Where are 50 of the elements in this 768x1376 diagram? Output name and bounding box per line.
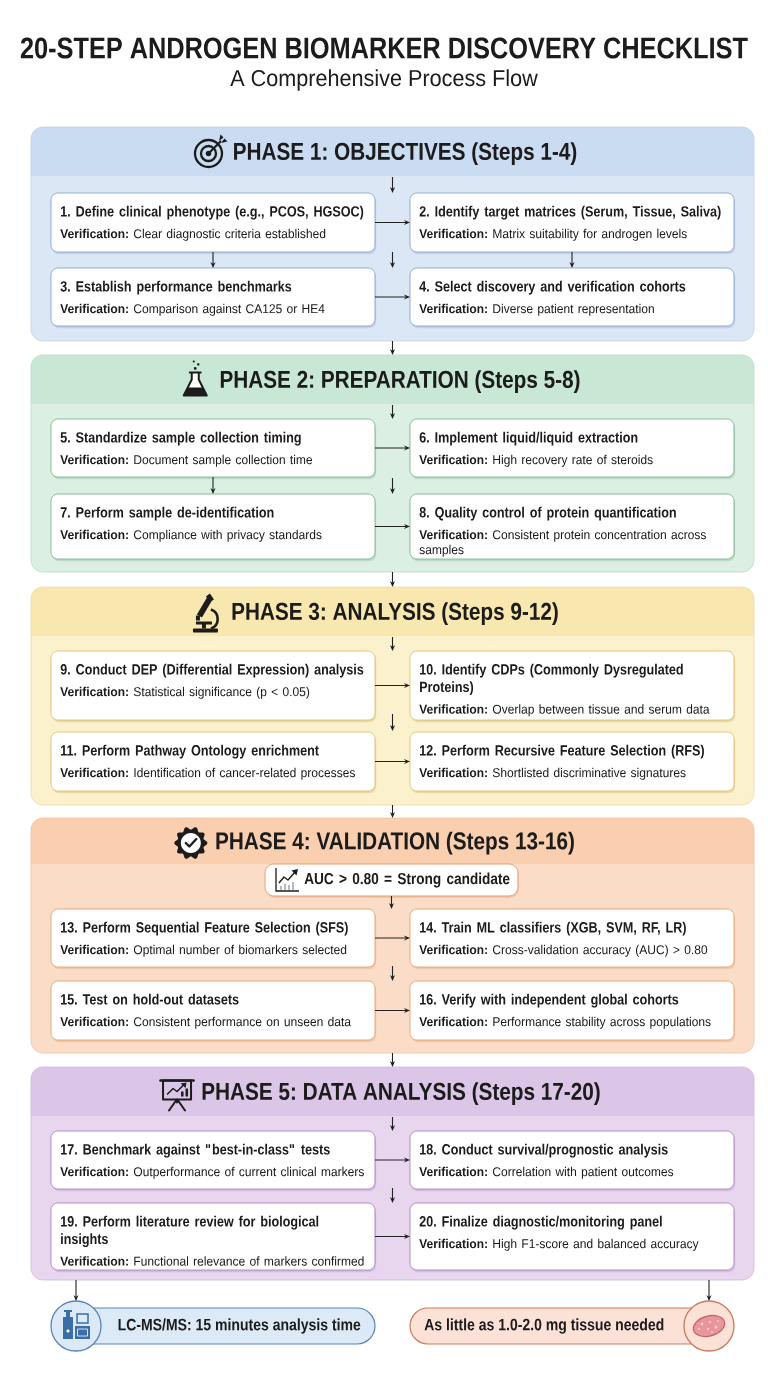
verification-text: Verification: Diverse patient representation <box>419 303 654 316</box>
verification-text: Verification: Outperformance of current clinical markers <box>60 1166 364 1179</box>
verification-text: Verification: Cross-validation accuracy (AUC) > 0.80 <box>419 944 708 957</box>
verification-text: Verification: Statistical significance (p < 0.05) <box>60 686 310 699</box>
phase-heading: PHASE 3: ANALYSIS (Steps 9-12) <box>232 602 558 625</box>
step-title: 14. Train ML classifiers (XGB, SVM, RF, LR) <box>420 921 686 936</box>
verification-text: Verification: Optimal number of biomarkers selected <box>60 944 347 957</box>
step-title: 10. Identify CDPs (Commonly Dysregulated Proteins) <box>420 663 683 696</box>
verification-text: Verification: Compliance with privacy standards <box>60 529 322 542</box>
step-title: 16. Verify with independent global cohorts <box>420 993 679 1008</box>
step-title: 20. Finalize diagnostic/monitoring panel <box>419 1215 662 1230</box>
step-title: 13. Perform Sequential Feature Selection (SFS) <box>61 921 348 936</box>
verification-text: Verification: Document sample collection time <box>60 454 313 467</box>
verification-text: Verification: Correlation with patient outcomes <box>419 1166 674 1179</box>
phase-heading: PHASE 4: VALIDATION (Steps 13-16) <box>216 831 574 855</box>
verification-text: Verification: High recovery rate of steroids <box>419 454 653 467</box>
verification-text: Verification: Matrix suitability for androgen levels <box>419 228 687 241</box>
verification-text: Verification: Consistent performance on unseen data <box>60 1016 352 1029</box>
step-title: 8. Quality control of protein quantification <box>419 506 676 521</box>
step-title: 7. Perform sample de-identification <box>60 506 274 521</box>
phase-heading: PHASE 1: OBJECTIVES (Steps 1-4) <box>234 142 577 165</box>
verification-text: Verification: Functional relevance of markers confirmed <box>60 1256 364 1266</box>
step-title: 12. Perform Recursive Feature Selection (RFS) <box>420 744 704 759</box>
step-title: 17. Benchmark against "best-in-class" tests <box>61 1143 330 1158</box>
step-title: 11. Perform Pathway Ontology enrichment <box>61 744 319 759</box>
step-title: 9. Conduct DEP (Differential Expression) analysis <box>60 663 364 678</box>
subtitle: A Comprehensive Process Flow <box>230 69 538 91</box>
verification-text: Verification: High F1-score and balanced accuracy <box>419 1238 699 1251</box>
step-title: 2. Identify target matrices (Serum, Tissue, Saliva) <box>419 205 721 220</box>
step-title: 18. Conduct survival/prognostic analysis <box>420 1143 668 1158</box>
step-title: 5. Standardize sample collection timing <box>60 431 301 446</box>
phase-heading: PHASE 2: PREPARATION (Steps 5-8) <box>220 370 580 393</box>
step-title: 1. Define clinical phenotype (e.g., PCOS, HGSOC) <box>61 205 364 220</box>
title: 20-STEP ANDROGEN BIOMARKER DISCOVERY CHECKLIST <box>20 37 748 59</box>
verification-text: Verification: Comparison against CA125 or HE4 <box>60 303 325 316</box>
verification-text: Verification: Clear diagnostic criteria established <box>60 228 326 241</box>
verification-text: Verification: Performance stability across populations <box>419 1016 711 1029</box>
step-title: 15. Test on hold-out datasets <box>61 993 239 1005</box>
step-title: 4. Select discovery and verification cohorts <box>419 280 686 295</box>
verification-text: Verification: Identification of cancer-related processes <box>60 767 355 780</box>
verification-text: Verification: Overlap between tissue and serum data <box>419 704 710 717</box>
banner-text: LC-MS/MS: 15 minutes analysis time <box>118 1318 361 1334</box>
verification-text: Verification: Shortlisted discriminative signatures <box>419 767 686 780</box>
phase-heading: PHASE 5: DATA ANALYSIS (Steps 17-20) <box>202 1082 600 1105</box>
step-title: 19. Perform literature review for biological insights <box>61 1215 319 1248</box>
step-title: 3. Establish performance benchmarks <box>60 280 292 295</box>
verification-text: Verification: Consistent protein concentration across samples <box>419 529 706 557</box>
callout-badge: AUC > 0.80 = Strong candidate <box>264 863 519 898</box>
banner-text: As little as 1.0-2.0 mg tissue needed <box>424 1318 664 1334</box>
step-title: 6. Implement liquid/liquid extraction <box>419 431 638 446</box>
